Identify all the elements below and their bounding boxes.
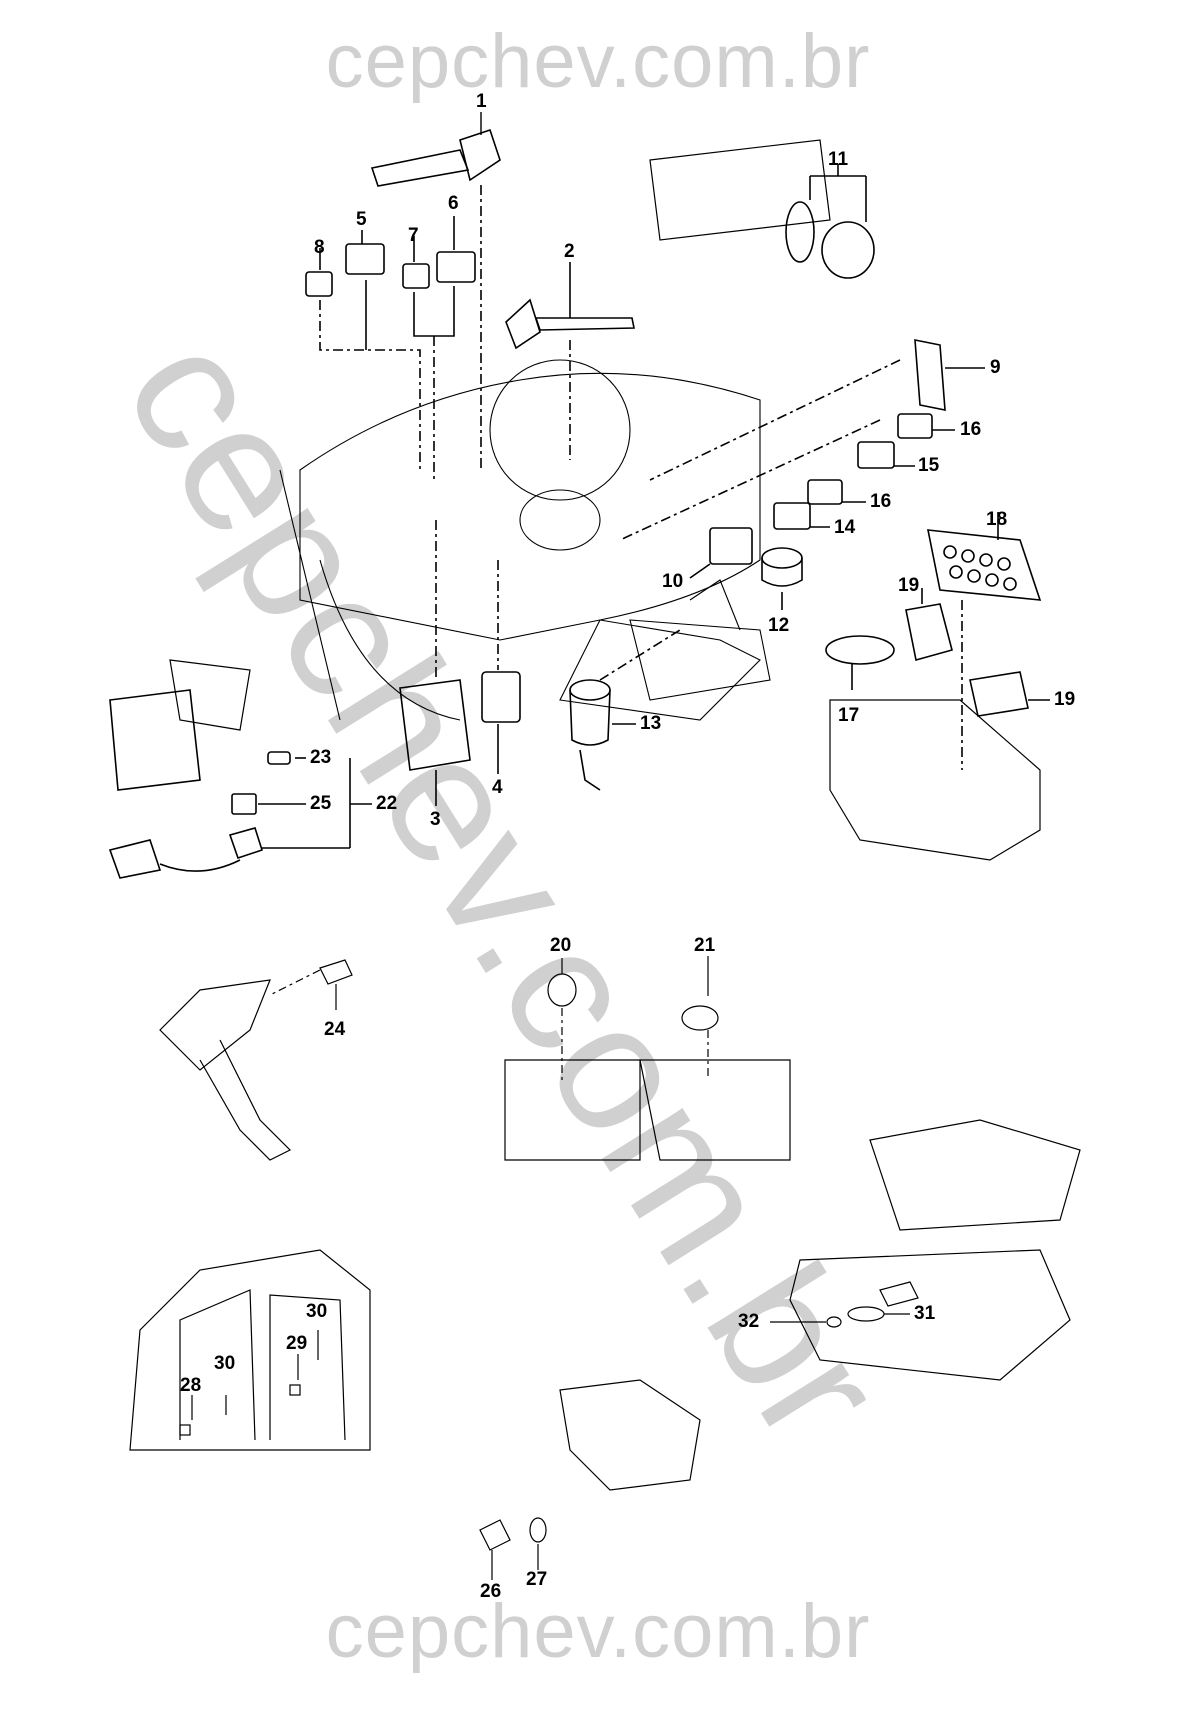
callout-1: 1	[476, 91, 487, 112]
callout-30-left: 30	[214, 1353, 236, 1374]
callout-28: 28	[180, 1375, 202, 1396]
callout-26: 26	[480, 1581, 502, 1602]
callout-9: 9	[990, 357, 1001, 378]
part-24-brake-pedal-switch	[159, 959, 353, 1161]
shifter-console	[629, 579, 771, 701]
callout-8: 8	[314, 237, 325, 258]
callout-29: 29	[286, 1333, 308, 1354]
dashboard	[279, 359, 761, 721]
callout-18: 18	[986, 509, 1008, 530]
callout-14: 14	[834, 517, 856, 538]
callout-13: 13	[640, 713, 662, 734]
watermark-top: cepchev.com.br	[325, 19, 871, 104]
callout-15: 15	[918, 455, 940, 476]
callout-27: 27	[526, 1569, 548, 1590]
callout-16-lower: 16	[870, 491, 892, 512]
console-switches	[619, 413, 955, 541]
part-18-window-switch-panel	[927, 512, 1042, 770]
callout-23: 23	[310, 747, 332, 768]
part-9-hazard-switch	[649, 339, 985, 481]
callout-7: 7	[408, 225, 419, 246]
callout-22: 22	[376, 793, 398, 814]
part-11-mirror-switch	[649, 139, 875, 279]
callout-16-upper: 16	[960, 419, 982, 440]
callout-5: 5	[356, 209, 367, 230]
parts-26-27-transmission	[479, 1379, 701, 1580]
callout-30-right: 30	[306, 1301, 328, 1322]
callout-20: 20	[550, 935, 572, 956]
callout-17: 17	[838, 705, 860, 726]
center-console	[825, 588, 1050, 861]
callout-21: 21	[694, 935, 716, 956]
callout-19-lower: 19	[1054, 689, 1076, 710]
part-10-12	[689, 527, 803, 610]
callout-10: 10	[662, 571, 684, 592]
parts-28-29-30-body-side	[129, 1249, 371, 1451]
callout-19-upper: 19	[898, 575, 920, 596]
callout-11: 11	[828, 149, 849, 170]
watermark-bottom: cepchev.com.br	[325, 1589, 871, 1674]
callout-31: 31	[914, 1303, 936, 1324]
parts-3-4-13	[399, 520, 681, 806]
dash-switches	[305, 216, 476, 480]
callout-12: 12	[768, 615, 790, 636]
callout-32: 32	[738, 1311, 760, 1332]
callout-2: 2	[564, 241, 575, 262]
part-1-lever-switch	[370, 112, 501, 470]
parts-20-21-door-switches	[504, 956, 791, 1161]
callout-6: 6	[448, 193, 459, 214]
part-2-wiper-lever	[505, 262, 635, 460]
callout-25: 25	[310, 793, 332, 814]
parts-22-23-25	[108, 659, 372, 879]
callout-24: 24	[324, 1019, 346, 1040]
callout-4: 4	[492, 777, 503, 798]
callout-3: 3	[430, 809, 441, 830]
parts-31-32-trunk	[770, 1119, 1081, 1381]
